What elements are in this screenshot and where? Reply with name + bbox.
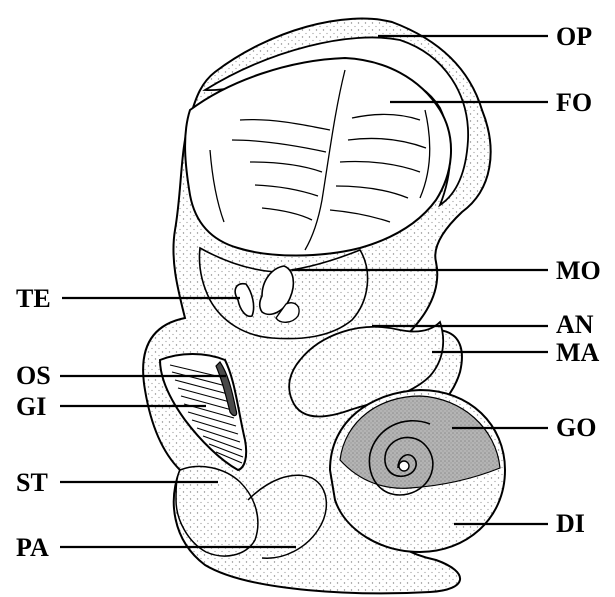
label-st: ST: [16, 470, 48, 496]
label-gi: GI: [16, 394, 46, 420]
label-te: TE: [16, 286, 51, 312]
label-fo: FO: [556, 90, 592, 116]
label-di: DI: [556, 511, 585, 537]
label-pa: PA: [16, 535, 49, 561]
spiral-apex: [399, 461, 409, 471]
label-os: OS: [16, 363, 51, 389]
label-go: GO: [556, 415, 596, 441]
label-mo: MO: [556, 258, 601, 284]
label-ma: MA: [556, 340, 599, 366]
label-op: OP: [556, 24, 592, 50]
label-an: AN: [556, 312, 594, 338]
